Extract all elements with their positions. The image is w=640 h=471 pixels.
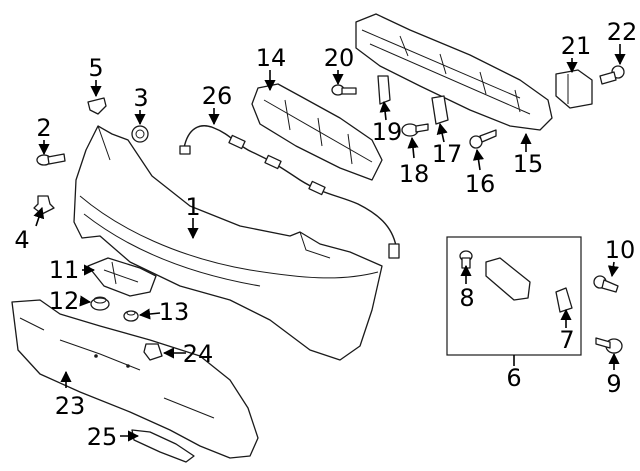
callout-22: 22 xyxy=(607,18,638,46)
reinforcement-beam xyxy=(355,13,553,131)
callout-3: 3 xyxy=(133,84,148,112)
callout-19: 19 xyxy=(372,118,403,146)
callout-8: 8 xyxy=(459,284,474,312)
bolt-22 xyxy=(599,65,625,85)
callout-20: 20 xyxy=(324,44,355,72)
callout-14: 14 xyxy=(256,44,287,72)
clip-7 xyxy=(555,287,573,313)
screw-9 xyxy=(595,337,623,354)
screw-10 xyxy=(593,275,619,293)
energy-absorber xyxy=(251,83,383,181)
callout-17: 17 xyxy=(432,140,463,168)
callout-10: 10 xyxy=(605,236,636,264)
callout-24: 24 xyxy=(183,340,214,368)
screw-18 xyxy=(401,123,429,137)
wiring-harness xyxy=(179,125,400,259)
pin-clip xyxy=(33,195,55,215)
callout-11: 11 xyxy=(49,256,80,284)
callout-9: 9 xyxy=(606,370,621,398)
side-bracket xyxy=(485,257,531,301)
callout-15: 15 xyxy=(513,150,544,178)
nut xyxy=(123,310,139,322)
callout-21: 21 xyxy=(561,32,592,60)
leader-lines xyxy=(33,44,626,442)
callout-7: 7 xyxy=(559,326,574,354)
push-clip xyxy=(87,97,107,115)
bolt-16 xyxy=(469,129,497,149)
grommet xyxy=(90,296,110,311)
callout-16: 16 xyxy=(465,170,496,198)
callout-18: 18 xyxy=(399,160,430,188)
bracket-17 xyxy=(431,95,449,125)
callout-2: 2 xyxy=(36,114,51,142)
reflector-strip xyxy=(131,429,195,463)
mounting-bracket xyxy=(555,69,593,109)
callout-1: 1 xyxy=(185,193,200,221)
bracket-plate xyxy=(87,257,157,297)
callout-12: 12 xyxy=(49,287,80,315)
callout-6: 6 xyxy=(506,364,521,392)
callout-13: 13 xyxy=(159,298,190,326)
callout-4: 4 xyxy=(14,226,29,254)
lower-diffuser xyxy=(11,299,259,459)
clip xyxy=(143,343,163,361)
callout-5: 5 xyxy=(88,54,103,82)
callout-23: 23 xyxy=(55,392,86,420)
callout-25: 25 xyxy=(87,423,118,451)
screw-2 xyxy=(36,153,66,166)
bracket-19 xyxy=(377,75,391,105)
bolt-20 xyxy=(331,84,357,96)
callout-26: 26 xyxy=(202,82,233,110)
grommet-3 xyxy=(131,125,149,143)
screw-8 xyxy=(459,250,473,269)
bumper-cover xyxy=(73,125,383,361)
callouts: 1 2 3 4 5 6 7 8 9 10 11 12 13 14 15 16 1… xyxy=(14,18,637,451)
